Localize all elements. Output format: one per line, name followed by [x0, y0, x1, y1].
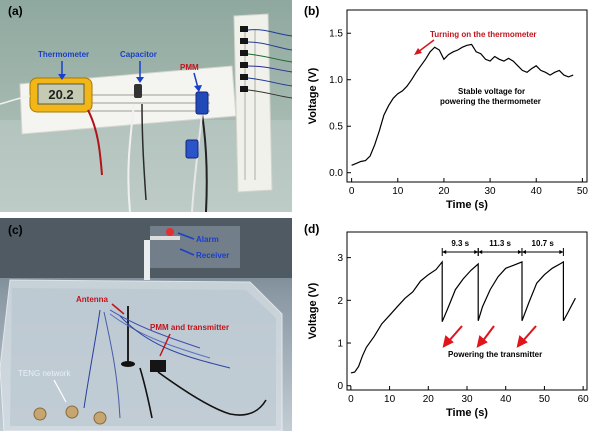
arrowhead-pmm	[194, 85, 202, 92]
interval-label: 11.3 s	[489, 239, 511, 248]
x-tick-label: 50	[577, 186, 589, 197]
breadboard-vertical	[233, 13, 273, 193]
panel-c: (c) Alarm Receiver Antenna PMM and trans…	[0, 218, 292, 432]
thermometer-device: 20.2	[29, 77, 93, 113]
interval-arrowhead	[521, 250, 526, 254]
arrow-alarm	[177, 232, 195, 240]
chart-d-series-line	[350, 260, 576, 374]
arrowhead-capacitor	[136, 77, 144, 83]
interval-arrowhead	[517, 250, 522, 254]
arrow-teng-network	[53, 379, 67, 403]
x-tick-label: 20	[423, 394, 435, 405]
annotation-thermometer: Thermometer	[38, 50, 89, 59]
pmm-module	[185, 91, 209, 159]
interval-arrowhead	[474, 250, 479, 254]
chart-b-arrow-turning-on	[417, 39, 435, 53]
y-tick-label: 3	[337, 253, 343, 264]
panel-a: 20.2 (a) Thermometer Capacitor PMM	[0, 0, 293, 213]
wire-bundle	[247, 29, 293, 99]
chart-d-annotation-powering: Powering the transmitter	[448, 350, 542, 359]
cables	[0, 95, 208, 213]
panel-b: (b) 0 10 20 30 40 50 0.0 0.5 1.0 1.5 Time (s) Vol…	[300, 0, 600, 212]
panel-c-photo: (c) Alarm Receiver Antenna PMM and trans…	[0, 218, 292, 432]
chart-b-frame	[346, 9, 588, 183]
annotation-capacitor: Capacitor	[120, 50, 157, 59]
panel-a-photo: 20.2 (a) Thermometer Capacitor PMM	[0, 0, 293, 213]
y-tick-label: 2	[337, 296, 343, 307]
teng-units	[33, 405, 107, 425]
chart-b: (b) 0 10 20 30 40 50 0.0 0.5 1.0 1.5 Time (s) Vol…	[304, 4, 589, 211]
y-tick-label: 0.5	[329, 122, 343, 133]
x-tick-label: 10	[392, 186, 404, 197]
panel-a-label: (a)	[8, 4, 23, 18]
arrow-pmm	[193, 72, 199, 89]
panel-b-label: (b)	[304, 4, 319, 18]
y-tick-label: 0.0	[329, 168, 343, 179]
x-tick-label: 0	[348, 394, 354, 405]
interval-arrowhead	[478, 250, 483, 254]
chart-b-xlabel: Time (s)	[446, 199, 488, 211]
interval-arrowhead	[442, 250, 447, 254]
interval-label: 10.7 s	[532, 239, 555, 248]
y-tick-label: 1	[337, 339, 343, 350]
interval-arrowhead	[559, 250, 564, 254]
y-tick-label: 1.5	[329, 29, 343, 40]
x-tick-label: 60	[578, 394, 590, 405]
interval-label: 9.3 s	[451, 239, 469, 248]
alarm-device	[144, 228, 180, 280]
transmitter-box	[150, 360, 166, 372]
arrow-pmm-transmitter	[159, 333, 171, 357]
chart-d-frame	[346, 231, 588, 391]
chart-b-annotation-turning-on: Turning on the thermometer	[430, 30, 537, 39]
wires	[83, 309, 267, 419]
y-tick-label: 0	[337, 381, 343, 392]
panel-c-label: (c)	[8, 223, 23, 237]
annotation-teng-network: TENG network	[18, 369, 71, 378]
arrow-receiver	[179, 248, 195, 256]
x-tick-label: 30	[461, 394, 473, 405]
annotation-antenna: Antenna	[76, 295, 109, 304]
arrowhead-thermometer	[58, 74, 66, 80]
chart-b-arrowhead-turning-on	[414, 48, 422, 55]
annotation-receiver: Receiver	[196, 251, 229, 260]
annotation-alarm: Alarm	[196, 235, 219, 244]
x-tick-label: 50	[539, 394, 551, 405]
x-tick-label: 20	[438, 186, 450, 197]
x-tick-label: 40	[500, 394, 512, 405]
x-tick-label: 30	[485, 186, 497, 197]
chart-b-annotation-stable-2: powering the thermometer	[440, 97, 541, 106]
x-tick-label: 10	[384, 394, 396, 405]
chart-b-ylabel: Voltage (V)	[307, 67, 319, 124]
x-tick-label: 0	[349, 186, 355, 197]
x-tick-label: 40	[531, 186, 543, 197]
thermometer-display-value: 20.2	[48, 87, 73, 102]
panel-d-label: (d)	[304, 222, 319, 236]
chart-b-series-line	[351, 43, 574, 166]
y-tick-label: 1.0	[329, 75, 343, 86]
chart-d-xlabel: Time (s)	[446, 407, 488, 419]
annotation-pmm: PMM	[180, 63, 199, 72]
capacitor-component	[134, 84, 142, 98]
antenna-component	[121, 306, 135, 367]
arrow-antenna	[111, 303, 125, 315]
chart-d-ylabel: Voltage (V)	[307, 282, 319, 339]
chart-b-annotation-stable-1: Stable voltage for	[458, 87, 525, 96]
chart-d-red-arrows	[442, 325, 537, 348]
water-tank	[0, 279, 283, 432]
annotation-pmm-transmitter: PMM and transmitter	[150, 323, 229, 332]
